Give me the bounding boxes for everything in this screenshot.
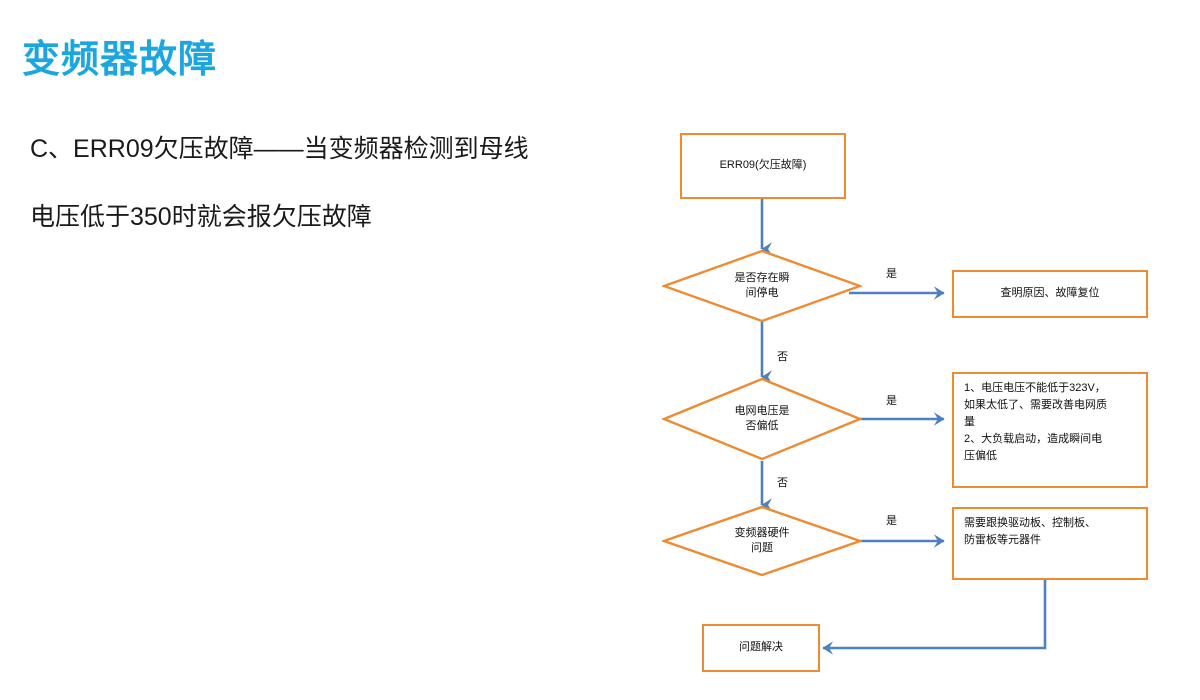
edge-label-yes-1: 是 (886, 268, 897, 280)
node-action-voltage-advice[interactable]: 1、电压电压不能低于323V， 如果太低了、需要改善电网质 量 2、大负载启动，… (952, 372, 1148, 488)
diamond-shape-1 (662, 249, 862, 323)
edge-label-yes-2: 是 (886, 395, 897, 407)
edge-label-no-2: 否 (777, 477, 788, 489)
node-decision-grid-voltage-low[interactable]: 电网电压是 否偏低 (662, 377, 862, 461)
diamond-shape-2 (662, 377, 862, 461)
node-start[interactable]: ERR09(欠压故障) (680, 133, 846, 199)
node-action-replace-boards[interactable]: 需要跟换驱动板、控制板、 防雷板等元器件 (952, 507, 1148, 580)
body-text-line-1: C、ERR09欠压故障——当变频器检测到母线 (30, 135, 529, 163)
edge-label-no-1: 否 (777, 351, 788, 363)
node-action-3-label: 需要跟换驱动板、控制板、 防雷板等元器件 (964, 517, 1096, 547)
node-action-1-label: 查明原因、故障复位 (1000, 287, 1100, 300)
node-end-label: 问题解决 (739, 641, 783, 654)
body-text-block: C、ERR09欠压故障——当变频器检测到母线 电压低于350时就会报欠压故障 (30, 136, 670, 273)
diamond-shape-3 (662, 505, 862, 577)
node-action-2-label: 1、电压电压不能低于323V， 如果太低了、需要改善电网质 量 2、大负载启动，… (964, 382, 1107, 463)
edge-a3-to-end (822, 580, 1047, 655)
node-action-find-cause-reset[interactable]: 查明原因、故障复位 (952, 270, 1148, 318)
node-decision-power-outage[interactable]: 是否存在瞬 间停电 (662, 249, 862, 323)
node-start-label: ERR09(欠压故障) (719, 159, 807, 172)
body-text-line-2: 电压低于350时就会报欠压故障 (30, 203, 372, 232)
edge-label-yes-3: 是 (886, 515, 897, 527)
node-end-problem-solved[interactable]: 问题解决 (702, 624, 820, 672)
page-title: 变频器故障 (22, 39, 218, 81)
node-decision-hardware-issue[interactable]: 变频器硬件 问题 (662, 505, 862, 577)
